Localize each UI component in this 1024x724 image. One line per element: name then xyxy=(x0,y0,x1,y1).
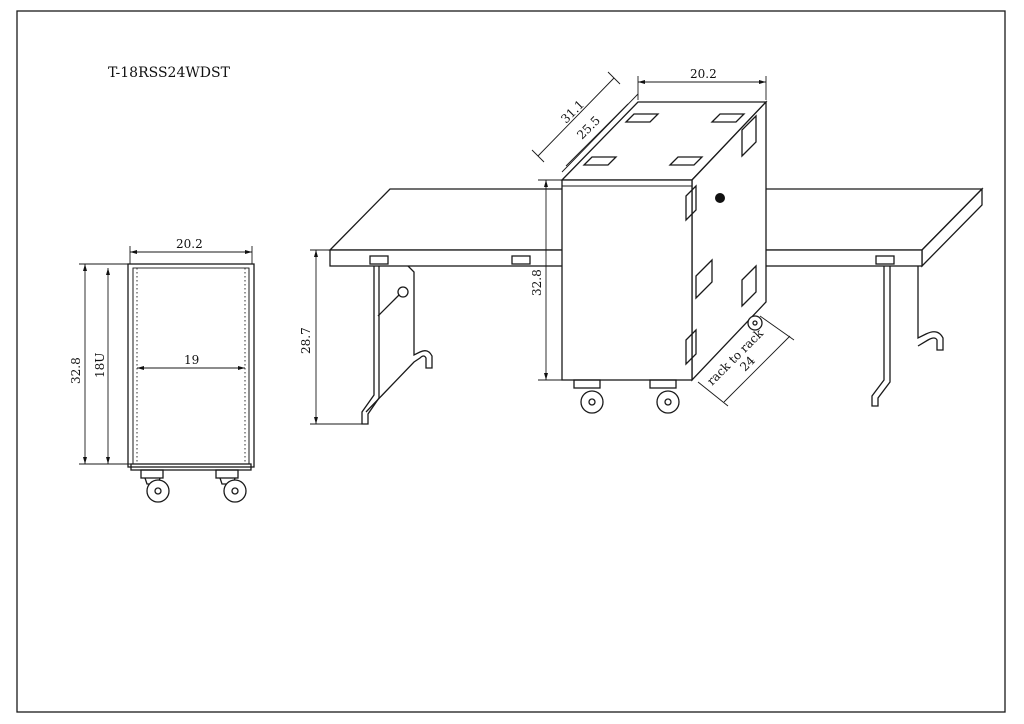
rack-to-rack-dim-line xyxy=(723,335,791,403)
table-height-label: 28.7 xyxy=(299,327,313,354)
rack-body xyxy=(127,263,255,468)
depth-outer-dim-line xyxy=(537,77,615,157)
front-width-label: 20.2 xyxy=(176,237,203,251)
rack-front xyxy=(561,179,693,381)
right-table-leg xyxy=(871,266,891,407)
inner-width-label: 19 xyxy=(184,353,199,367)
iso-width-label: 20.2 xyxy=(690,67,717,81)
front-caster-right xyxy=(215,469,247,503)
front-height-label: 32.8 xyxy=(69,357,83,384)
iso-view: 20.2 31.1 25.5 32.8 28.7 rack to rack 24 xyxy=(299,67,984,425)
model-title: T-18RSS24WDST xyxy=(108,65,231,81)
front-caster-left xyxy=(140,469,170,503)
rack-base xyxy=(130,463,252,471)
iso-rack-case xyxy=(560,100,768,414)
iso-caster-back xyxy=(747,315,763,331)
iso-caster-left xyxy=(573,379,604,414)
depth-inner-dim-line xyxy=(565,103,629,167)
drawing-border xyxy=(16,10,1006,713)
front-view: 20.2 19 32.8 18U xyxy=(69,237,255,503)
depth-inner-label: 25.5 xyxy=(574,113,603,142)
left-table xyxy=(328,188,567,425)
iso-height-label: 32.8 xyxy=(530,269,544,296)
iso-caster-right xyxy=(649,379,680,414)
rack-units-label: 18U xyxy=(93,353,107,378)
depth-outer-label: 31.1 xyxy=(558,97,587,126)
side-handle-hole xyxy=(715,193,725,203)
